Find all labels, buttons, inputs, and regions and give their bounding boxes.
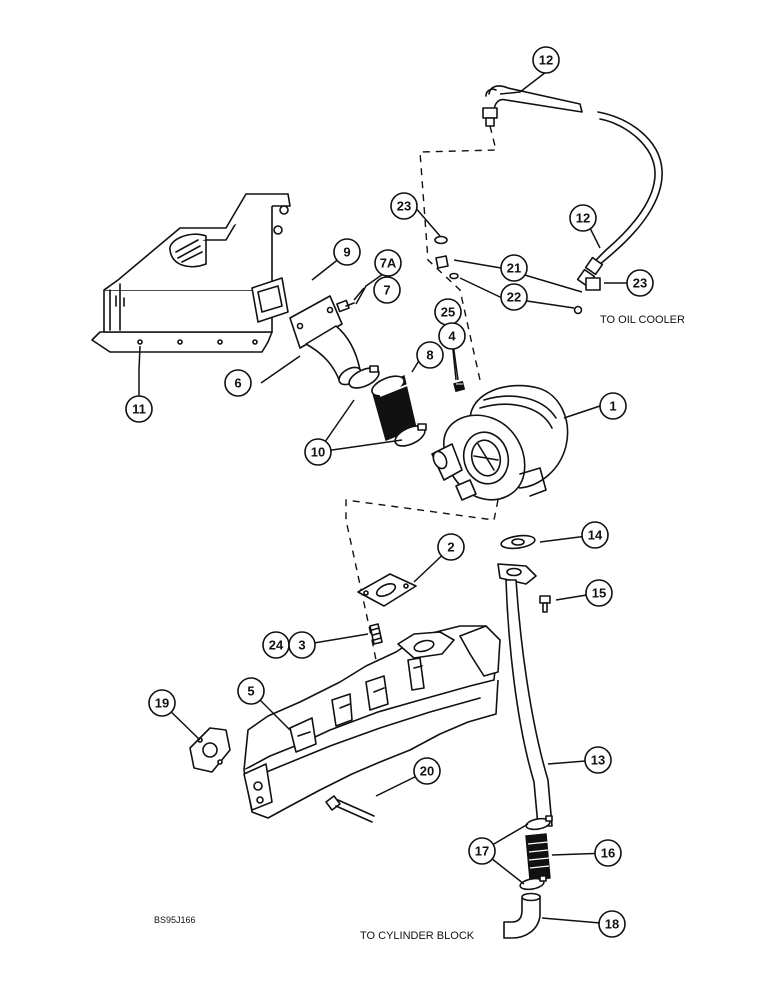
hose-8 <box>371 375 417 441</box>
callout-label: 10 <box>311 445 325 460</box>
drain-tube-13 <box>497 563 553 827</box>
callout-9: 9 <box>333 238 361 266</box>
fitting-parts-left <box>434 235 459 280</box>
washer-23-left <box>434 235 448 245</box>
gasket-14 <box>500 534 536 550</box>
figure-code: BS95J166 <box>154 915 196 925</box>
clamp-10-lower <box>394 423 427 447</box>
bolt-15 <box>539 595 551 613</box>
callout-23-right: 23 <box>626 269 654 297</box>
callout-2: 2 <box>437 533 465 561</box>
callout-label: 25 <box>441 305 455 320</box>
callout-7a: 7A <box>374 249 402 277</box>
callout-20: 20 <box>413 757 441 785</box>
callout-21: 21 <box>500 254 528 282</box>
nut-4 <box>453 380 466 393</box>
callout-12-right: 12 <box>569 204 597 232</box>
fitting-21-left <box>435 255 449 269</box>
callout-16: 16 <box>594 839 622 867</box>
callout-13: 13 <box>584 746 612 774</box>
callout-label: 4 <box>448 329 456 344</box>
hose-16 <box>525 833 551 881</box>
callout-label: 24 <box>269 638 284 653</box>
callout-label: 9 <box>343 245 350 260</box>
gasket-9 <box>251 277 289 323</box>
clamp-10-upper <box>348 365 380 389</box>
callout-19: 19 <box>148 689 176 717</box>
turbocharger <box>431 384 569 501</box>
fitting-23-right <box>585 277 601 291</box>
callout-22: 22 <box>500 283 528 311</box>
callout-label: 7 <box>383 283 390 298</box>
callout-label: 12 <box>576 211 590 226</box>
callout-label: 16 <box>601 846 615 861</box>
callout-label: 13 <box>591 753 605 768</box>
callout-15: 15 <box>585 579 613 607</box>
callout-1: 1 <box>599 392 627 420</box>
callout-11: 11 <box>125 395 153 423</box>
gasket-19 <box>189 727 231 773</box>
callout-label: 14 <box>588 528 603 543</box>
callout-label: 5 <box>247 684 254 699</box>
callout-label: 2 <box>447 540 454 555</box>
elbow-18 <box>503 892 541 939</box>
exhaust-elbow-6 <box>289 295 362 386</box>
clamp-17-upper <box>525 815 553 831</box>
oil-cooler-note: TO OIL COOLER <box>600 314 685 326</box>
callout-8: 8 <box>416 341 444 369</box>
bolt-7 <box>336 299 355 313</box>
callout-12-top: 12 <box>532 46 560 74</box>
callout-6: 6 <box>224 369 252 397</box>
cylinder-block-note: TO CYLINDER BLOCK <box>360 930 475 942</box>
callout-7: 7 <box>373 276 401 304</box>
callout-label: 6 <box>234 376 241 391</box>
leader-lines <box>138 71 640 925</box>
clamp-17-lower <box>519 875 547 891</box>
callout-5: 5 <box>237 677 265 705</box>
gasket-2 <box>357 573 417 607</box>
o-ring-22-right <box>573 305 583 315</box>
callout-4: 4 <box>438 322 466 350</box>
callout-label: 1 <box>609 399 616 414</box>
callout-label: 23 <box>633 276 647 291</box>
callout-label: 21 <box>507 261 521 276</box>
callout-label: 23 <box>397 199 411 214</box>
callout-14: 14 <box>581 521 609 549</box>
bolt-20 <box>325 795 375 823</box>
callout-23-left: 23 <box>390 192 418 220</box>
callout-label: 11 <box>132 402 146 417</box>
callout-3: 3 <box>288 631 316 659</box>
callout-label: 15 <box>592 586 606 601</box>
callout-24: 24 <box>262 631 290 659</box>
stud-3 <box>369 623 383 645</box>
exhaust-manifold <box>243 625 501 819</box>
callout-label: 18 <box>605 917 619 932</box>
manifold-cover <box>91 193 291 353</box>
callout-label: 12 <box>539 53 553 68</box>
dashed-connections <box>345 125 499 661</box>
callout-17: 17 <box>468 837 496 865</box>
o-ring-22-left <box>449 272 459 280</box>
callout-label: 8 <box>426 348 433 363</box>
callout-label: 22 <box>507 290 521 305</box>
callout-label: 20 <box>420 764 434 779</box>
callout-10: 10 <box>304 438 332 466</box>
callout-label: 7A <box>380 256 397 271</box>
callout-25: 25 <box>434 298 462 326</box>
callout-18: 18 <box>598 910 626 938</box>
callout-label: 3 <box>298 638 305 653</box>
callout-label: 19 <box>155 696 169 711</box>
callout-label: 17 <box>475 844 489 859</box>
